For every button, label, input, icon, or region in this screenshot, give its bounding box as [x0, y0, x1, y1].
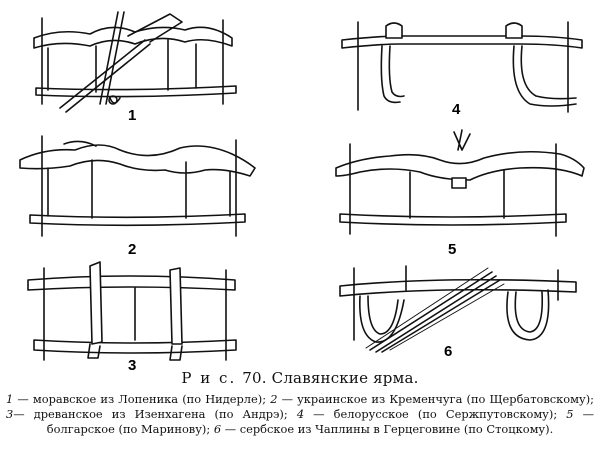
yoke-5-drawing: [335, 129, 585, 237]
label-5: 5: [448, 241, 456, 258]
legend-item-4: 4 — белорусское (по Сержпутовскому);: [296, 407, 567, 421]
legend-item-6: 6 — сербское из Чаплины в Герцеговине (п…: [213, 422, 554, 436]
caption-prefix: Р и с.: [181, 369, 237, 387]
yokes-figure: 1 2 3 4 5 6: [19, 11, 585, 374]
yoke-3-drawing: [27, 261, 237, 361]
label-3: 3: [128, 357, 136, 370]
yoke-2-drawing: [19, 135, 256, 237]
yoke-6-drawing: [339, 265, 577, 353]
yoke-1-drawing: [33, 11, 237, 113]
legend-item-2: 2 — украинское из Кременчуга (по Щербато…: [270, 392, 594, 406]
legend-item-1: 1 — моравское из Лопеника (по Нидерле);: [6, 392, 271, 406]
label-6: 6: [444, 343, 452, 360]
caption-title: 70. Славянские ярма.: [242, 369, 419, 387]
label-1: 1: [128, 107, 136, 124]
legend-item-5: 5 — болгарское (по Маринову);: [46, 407, 594, 436]
label-4: 4: [452, 101, 461, 118]
legend-item-3: 3— древанское из Изенхагена (по Андрэ);: [6, 407, 297, 421]
yoke-4-drawing: [341, 21, 583, 113]
label-2: 2: [128, 241, 136, 258]
figure-legend: 1 — моравское из Лопеника (по Нидерле); …: [6, 392, 594, 437]
figure-caption: Р и с. 70. Славянские ярма.: [0, 369, 600, 387]
